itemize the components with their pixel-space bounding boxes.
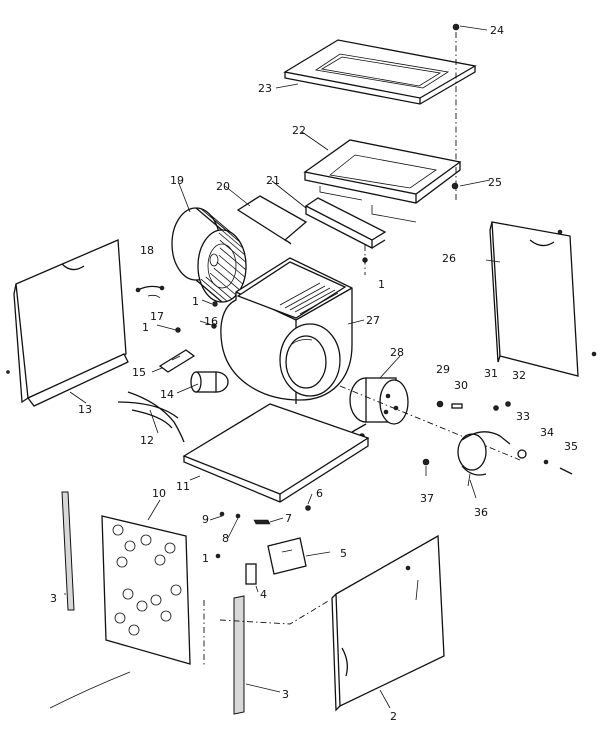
part-9-washer [219, 511, 225, 517]
part-15-motor-mount [158, 349, 196, 373]
callout-label-9: 9 [202, 513, 209, 526]
part-26-side-panel [489, 221, 597, 377]
callout-label-14: 14 [160, 388, 174, 401]
callout-label-37: 37 [420, 492, 434, 505]
callout-label-2: 2 [390, 710, 397, 723]
callout-label-27: 27 [366, 314, 380, 327]
callout-label-35: 35 [564, 440, 578, 453]
callout-label-33: 33 [516, 410, 530, 423]
part-29-washer [436, 400, 444, 408]
callout-label-1: 1 [142, 321, 149, 334]
part-37-screw [422, 458, 430, 466]
part-8-screw [235, 513, 241, 519]
assembly-line-lower [219, 599, 331, 625]
callout-label-34: 34 [540, 426, 554, 439]
callout-label-24: 24 [490, 24, 504, 37]
callout-label-17: 17 [150, 310, 164, 323]
part-33-grommet [517, 449, 527, 459]
motor-axis-line [339, 385, 521, 461]
callout-leaders [64, 25, 501, 709]
part-21-strip [304, 197, 387, 250]
callout-label-15: 15 [132, 366, 146, 379]
callout-label-12: 12 [140, 434, 154, 447]
part-35-bolt [559, 467, 573, 475]
part-10-filter-panel [101, 515, 191, 665]
callout-label-11: 11 [176, 480, 190, 493]
part-1-screw-d [215, 553, 221, 559]
callout-label-6: 6 [316, 487, 323, 500]
housing-outlet [236, 261, 347, 319]
part-16-screw [211, 323, 217, 329]
part-31-nut [493, 405, 499, 411]
part-23-top-panel [283, 39, 477, 105]
callout-label-1: 1 [202, 552, 209, 565]
part-3-rail-left [61, 491, 75, 611]
callout-label-22: 22 [292, 124, 306, 137]
part-3-rail-right [233, 595, 245, 715]
assembly-arc [49, 671, 131, 709]
part-2-access-door [331, 534, 445, 712]
callout-label-7: 7 [285, 512, 292, 525]
part-25-nut [451, 182, 459, 190]
callout-label-31: 31 [484, 367, 498, 380]
callout-label-5: 5 [340, 547, 347, 560]
callout-label-1: 1 [192, 295, 199, 308]
callout-label-30: 30 [454, 379, 468, 392]
callout-label-4: 4 [260, 588, 267, 601]
part-32-screw [505, 401, 511, 407]
part-4-strap [245, 563, 257, 585]
callout-label-21: 21 [266, 174, 280, 187]
part-1-screw-b [175, 327, 181, 333]
part-27-blower-housing [220, 257, 353, 404]
part-7-clip [253, 519, 271, 525]
part-22-frame [303, 139, 462, 223]
margin-mark [6, 370, 10, 374]
callout-label-3: 3 [282, 688, 289, 701]
part-28-motor [349, 377, 409, 439]
callout-label-25: 25 [488, 176, 502, 189]
part-18-clip [135, 285, 165, 299]
callout-label-10: 10 [152, 487, 166, 500]
part-24-screw [452, 23, 460, 200]
part-34-washer [543, 459, 549, 465]
part-19-blower-wheel [171, 207, 247, 303]
callout-label-18: 18 [140, 244, 154, 257]
part-1-screw-a [212, 301, 218, 307]
part-14-capacitor [190, 371, 229, 393]
callout-label-8: 8 [222, 532, 229, 545]
callout-label-20: 20 [216, 180, 230, 193]
callout-label-36: 36 [474, 506, 488, 519]
part-12-wire-harness [117, 391, 185, 443]
callout-label-26: 26 [442, 252, 456, 265]
callout-label-32: 32 [512, 369, 526, 382]
part-5-bracket [267, 537, 307, 575]
callout-label-29: 29 [436, 363, 450, 376]
part-36-motor-band [457, 431, 511, 487]
part-13-side-panel [13, 239, 129, 407]
callout-label-1: 1 [378, 278, 385, 291]
part-20-plate [236, 195, 308, 245]
callout-label-23: 23 [258, 82, 272, 95]
callout-label-19: 19 [170, 174, 184, 187]
callout-label-28: 28 [390, 346, 404, 359]
callout-label-13: 13 [78, 403, 92, 416]
callout-label-3: 3 [50, 592, 57, 605]
part-11-base-plate [182, 403, 370, 503]
part-6-screw [305, 505, 311, 511]
part-30-key [451, 403, 463, 409]
callout-labels: 2423222521201926127281817116115141213111… [50, 24, 578, 723]
callout-label-16: 16 [204, 315, 218, 328]
